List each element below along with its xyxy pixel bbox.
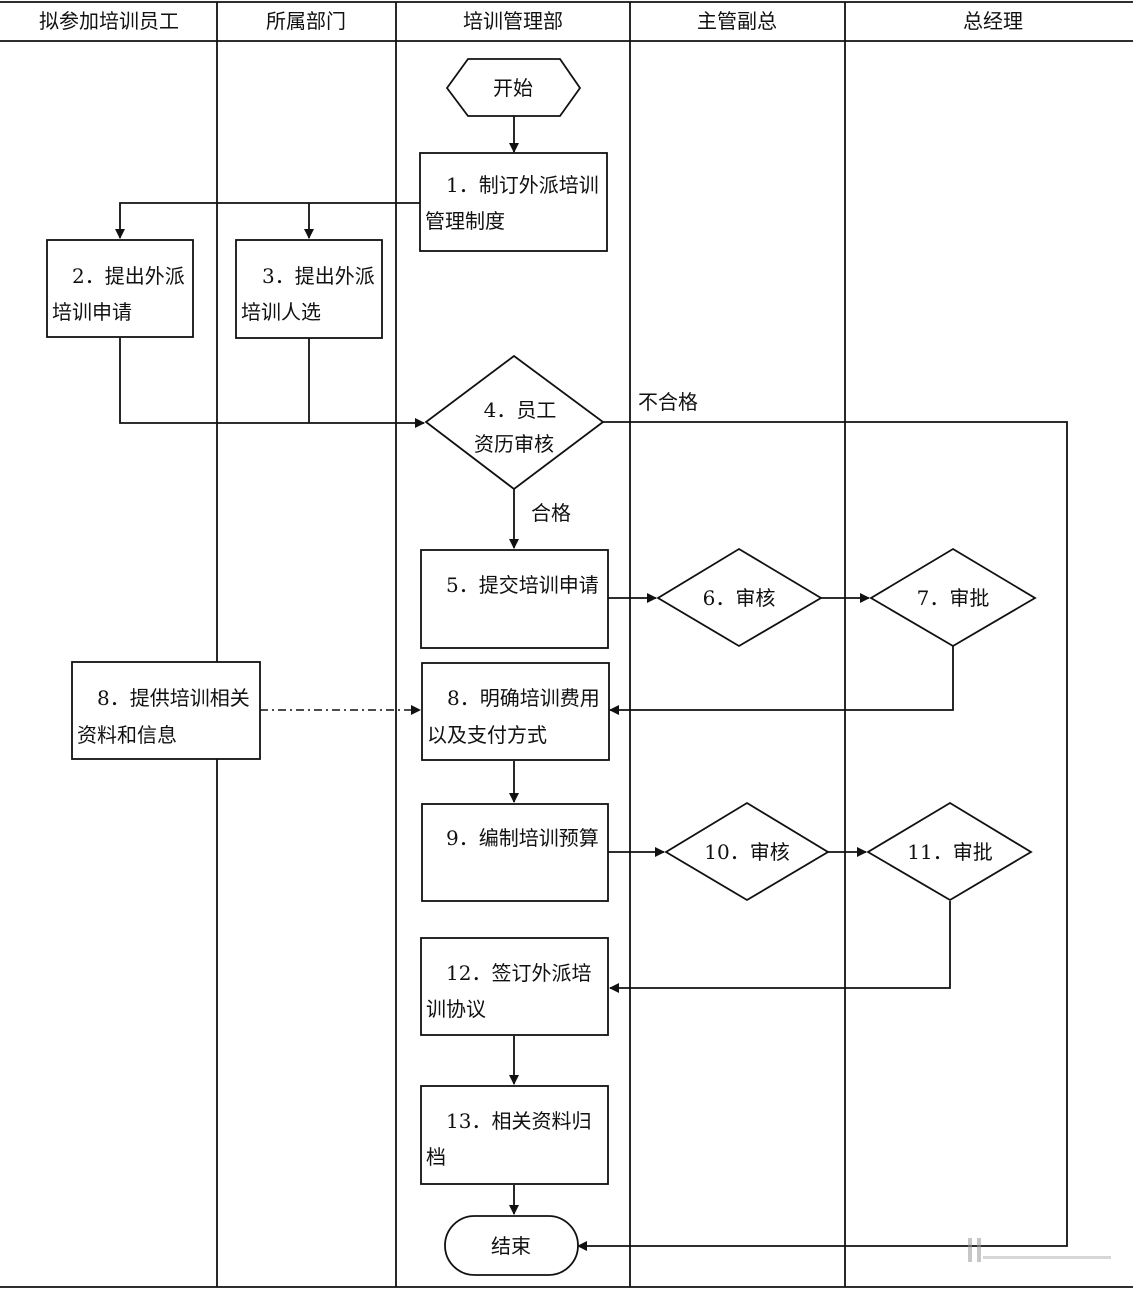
node-12-line-2: 训协议: [426, 997, 486, 1021]
node-1-line-1: 1．制订外派培训: [446, 173, 599, 197]
node-4-line-2: 资历审核: [474, 432, 554, 456]
edge-n4-end: [577, 421, 1068, 1251]
node-4-decision: 4．员工 资历审核: [424, 354, 605, 491]
edge-n1-n2: [115, 202, 420, 239]
node-2-line-2: 培训申请: [52, 300, 132, 324]
node-1-line-2: 管理制度: [425, 209, 505, 233]
node-8b-line-1: 8．明确培训费用: [447, 686, 600, 710]
edge-label-pass: 合格: [531, 501, 571, 525]
node-3: 3．提出外派 培训人选: [235, 239, 383, 339]
watermark-logo: [968, 1238, 1111, 1262]
node-12-line-1: 12．签订外派培: [446, 961, 591, 985]
node-9-line-1: 9．编制培训预算: [446, 826, 599, 850]
node-4-line-1: 4．员工: [484, 398, 557, 422]
node-7-decision: 7．审批: [869, 547, 1037, 648]
node-8b-line-2: 以及支付方式: [427, 723, 547, 747]
node-start-label: 开始: [493, 76, 533, 100]
node-12: 12．签订外派培 训协议: [420, 937, 609, 1036]
node-5-line-1: 5．提交培训申请: [446, 573, 599, 597]
node-1: 1．制订外派培训 管理制度: [419, 152, 608, 252]
node-6-label: 6．审核: [703, 586, 776, 610]
node-end: 结束: [444, 1215, 579, 1276]
node-6-decision: 6．审核: [656, 547, 823, 648]
node-8b: 8．明确培训费用 以及支付方式: [421, 662, 610, 761]
node-13-line-2: 档: [426, 1145, 446, 1169]
lane-header-employee: 拟参加培训员工: [39, 9, 179, 33]
node-7-label: 7．审批: [917, 586, 990, 610]
node-8a-line-2: 资料和信息: [77, 723, 177, 747]
node-13-line-1: 13．相关资料归: [446, 1109, 591, 1133]
node-end-label: 结束: [491, 1234, 531, 1258]
node-8a: 8．提供培训相关 资料和信息: [71, 661, 261, 760]
edge-n11-n12: [609, 901, 951, 993]
lane-header-department: 所属部门: [266, 9, 346, 33]
edge-label-fail: 不合格: [638, 390, 698, 414]
edge-n2-n4: [119, 338, 425, 428]
node-13: 13．相关资料归 档: [420, 1085, 609, 1185]
node-2: 2．提出外派 培训申请: [46, 239, 194, 338]
node-5: 5．提交培训申请: [420, 549, 609, 649]
node-start: 开始: [445, 58, 582, 117]
node-3-line-2: 培训人选: [241, 300, 321, 324]
lane-headers: 拟参加培训员工 所属部门 培训管理部 主管副总 总经理: [39, 9, 1023, 33]
node-9: 9．编制培训预算: [421, 803, 609, 902]
edge-n7-n8b: [609, 646, 954, 715]
lane-header-vp: 主管副总: [697, 9, 777, 33]
node-11-decision: 11．审批: [866, 801, 1033, 902]
lane-header-training-dept: 培训管理部: [463, 9, 563, 33]
node-11-label: 11．审批: [907, 840, 992, 864]
lane-header-gm: 总经理: [963, 9, 1023, 33]
node-8a-line-1: 8．提供培训相关: [97, 686, 250, 710]
node-10-decision: 10．审核: [664, 801, 830, 902]
node-3-line-1: 3．提出外派: [262, 264, 375, 288]
node-2-line-1: 2．提出外派: [72, 264, 185, 288]
connectors: [115, 116, 1068, 1251]
node-10-label: 10．审核: [704, 840, 789, 864]
